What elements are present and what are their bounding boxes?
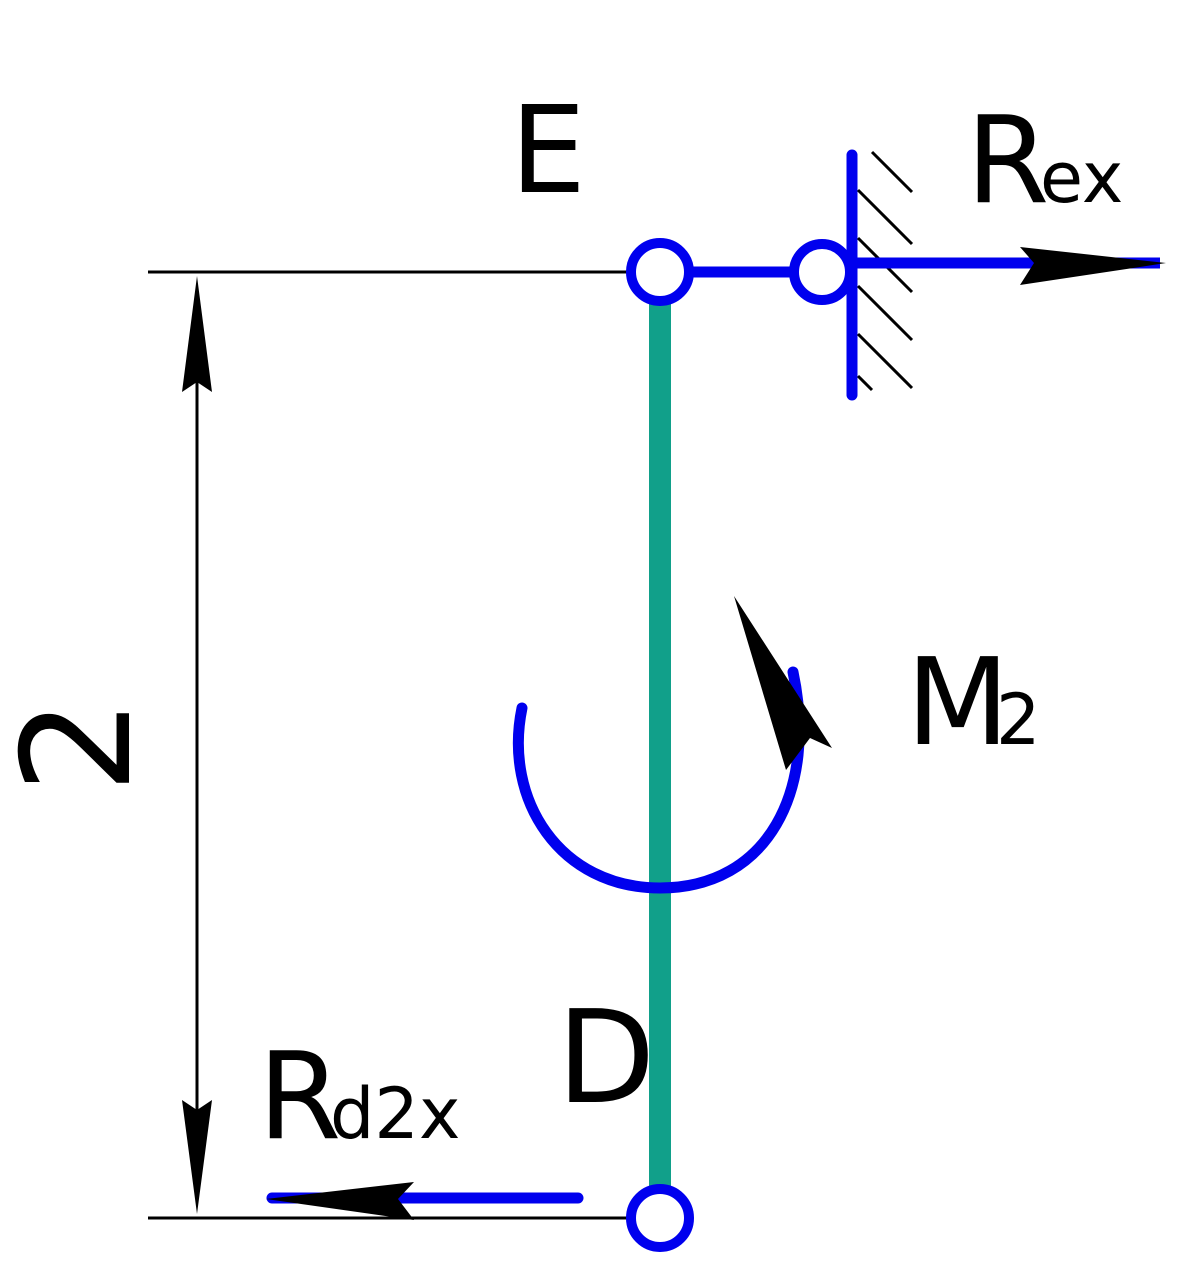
- label-rex-sub: ex: [1040, 137, 1123, 219]
- hinge-support: [789, 239, 855, 305]
- dimension-arrow-bottom: [182, 1100, 212, 1214]
- label-point-d: D: [557, 984, 656, 1133]
- arrowhead-rd2x: [266, 1182, 414, 1220]
- label-rd2x-sub: d2x: [330, 1073, 460, 1155]
- moment-arrow-m2: [512, 596, 832, 894]
- force-arrow-rd2x: [266, 1182, 584, 1220]
- label-rex-main: R: [966, 92, 1049, 231]
- dimension-value: 2: [0, 698, 165, 793]
- wall-support: [846, 149, 914, 401]
- label-rd2x-main: R: [258, 1028, 341, 1167]
- dimension-arrow-top: [182, 276, 212, 392]
- label-m2-sub: 2: [996, 679, 1041, 761]
- arrowhead-rex: [1020, 247, 1166, 285]
- label-point-e: E: [510, 82, 586, 221]
- dimension-line: [182, 276, 212, 1214]
- force-arrow-rex: [852, 247, 1166, 285]
- label-m2-main: M: [906, 634, 1010, 773]
- arrowhead-m2: [734, 596, 832, 770]
- hinge-e: [626, 238, 694, 306]
- wall-hatching: [856, 150, 914, 392]
- hinge-d: [626, 1184, 694, 1252]
